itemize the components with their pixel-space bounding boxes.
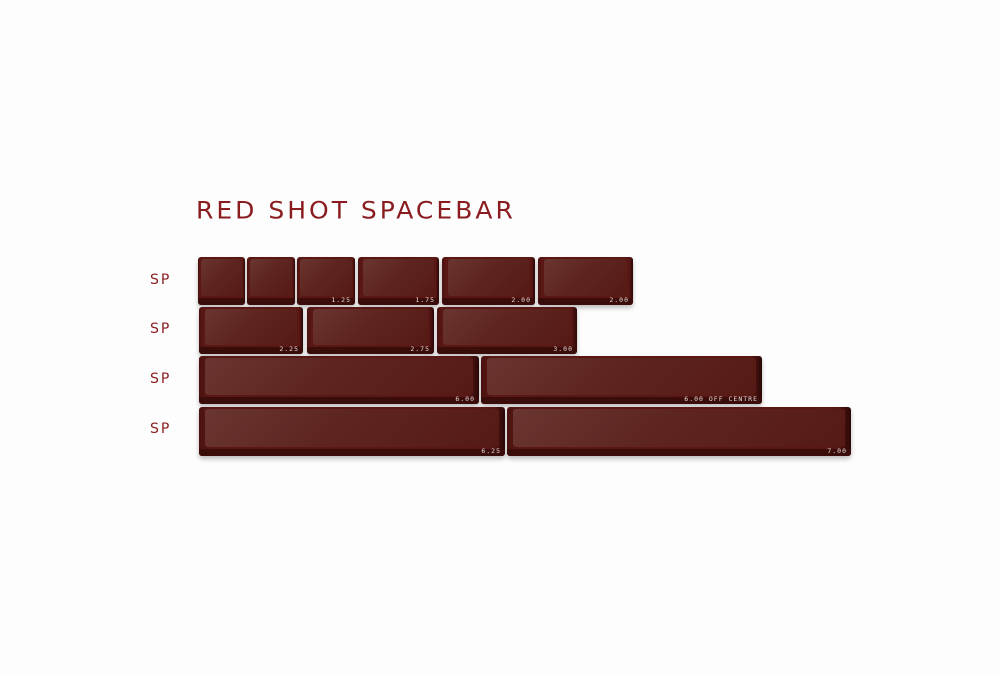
keycap-3u: 3.00 bbox=[437, 307, 577, 354]
row-label: SP bbox=[150, 421, 172, 437]
key-legend: 1.75 bbox=[415, 296, 435, 304]
key-legend: 2.00 bbox=[609, 296, 629, 304]
keycap-1-25u: 1.25 bbox=[297, 257, 355, 305]
key-legend: 6.00 bbox=[455, 395, 475, 403]
key-legend: 7.00 bbox=[827, 447, 847, 455]
key-legend: 6.25 bbox=[481, 447, 501, 455]
key-legend: 3.00 bbox=[553, 345, 573, 353]
row-label: SP bbox=[150, 321, 172, 337]
keycap-2u: 2.00 bbox=[538, 257, 633, 305]
key-legend: 2.25 bbox=[279, 345, 299, 353]
keycap bbox=[198, 257, 245, 305]
key-legend: 2.75 bbox=[410, 345, 430, 353]
key-legend: 2.00 bbox=[511, 296, 531, 304]
row-label: SP bbox=[150, 371, 172, 387]
keycap-6u-off-centre: 6.00 OFF CENTRE bbox=[481, 356, 762, 404]
keycap-2-25u: 2.25 bbox=[199, 307, 303, 354]
keycap-2u: 2.00 bbox=[442, 257, 535, 305]
key-legend: 6.00 OFF CENTRE bbox=[684, 395, 758, 403]
key-legend: 1.25 bbox=[331, 296, 351, 304]
keycap-7u: 7.00 bbox=[507, 407, 851, 456]
keycap bbox=[247, 257, 295, 305]
keycap-6u: 6.00 bbox=[199, 356, 479, 404]
product-title: RED SHOT SPACEBAR bbox=[196, 196, 516, 225]
keycap-1-75u: 1.75 bbox=[358, 257, 439, 305]
keycap-2-75u: 2.75 bbox=[307, 307, 434, 354]
keycap-6-25u: 6.25 bbox=[199, 407, 505, 456]
row-label: SP bbox=[150, 272, 172, 288]
